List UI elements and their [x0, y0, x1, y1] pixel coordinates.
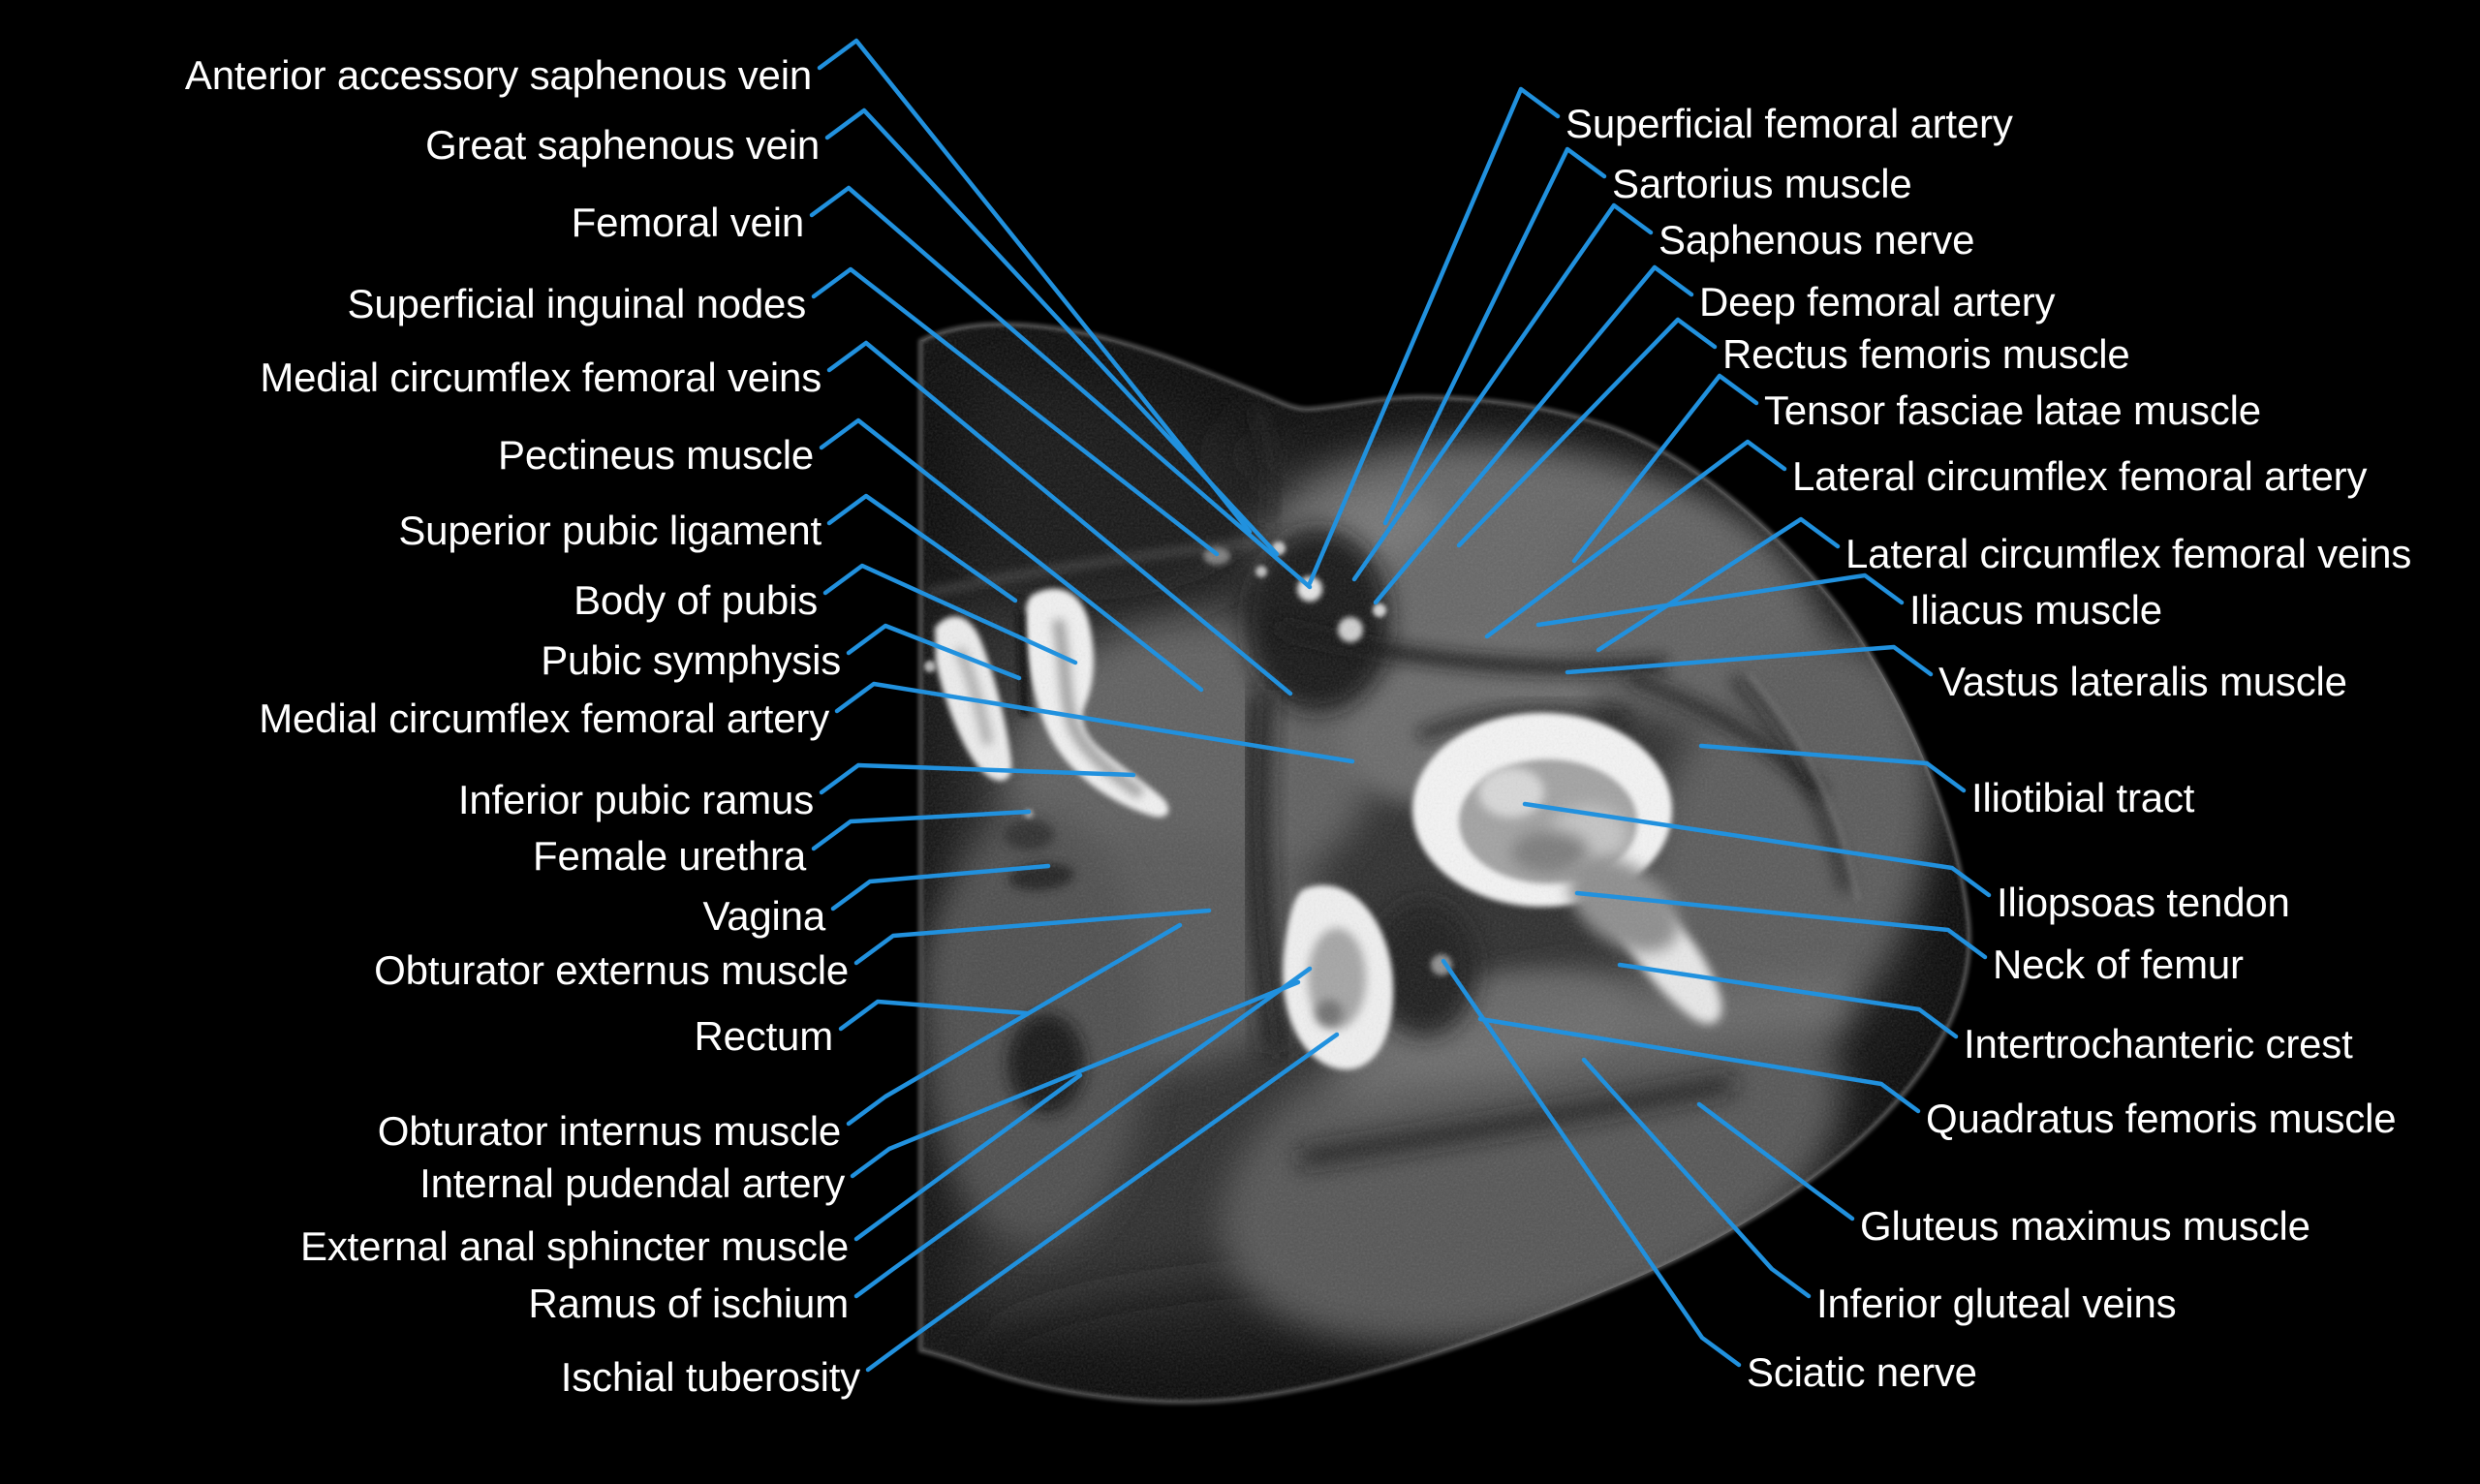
leader-line-medial-circumflex-femoral-artery [834, 681, 1355, 764]
leader-line-external-anal-sphincter-muscle [853, 1072, 1083, 1242]
leader-line-ramus-of-ischium [853, 966, 1313, 1299]
label-ramus-of-ischium: Ramus of ischium [528, 1281, 849, 1326]
leader-line-anterior-accessory-saphenous-vein [817, 38, 1253, 535]
leader-line-internal-pudendal-artery [850, 979, 1301, 1179]
label-rectum: Rectum [694, 1013, 833, 1059]
label-obturator-internus-muscle: Obturator internus muscle [377, 1108, 841, 1154]
leader-line-lateral-circumflex-femoral-artery [1484, 439, 1787, 639]
label-internal-pudendal-artery: Internal pudendal artery [419, 1160, 845, 1206]
leader-line-superior-pubic-ligament [826, 493, 1018, 603]
label-vagina: Vagina [702, 893, 826, 939]
label-inferior-gluteal-veins: Inferior gluteal veins [1816, 1281, 2177, 1326]
leader-line-iliacus-muscle [1535, 572, 1905, 628]
label-iliotibial-tract: Iliotibial tract [1971, 775, 2195, 820]
label-iliacus-muscle: Iliacus muscle [1909, 587, 2162, 633]
label-neck-of-femur: Neck of femur [1993, 942, 2244, 987]
label-gluteus-maximus-muscle: Gluteus maximus muscle [1860, 1203, 2310, 1249]
leader-line-superficial-inguinal-nodes [811, 266, 1220, 557]
leader-line-iliotibial-tract [1698, 743, 1967, 793]
leader-line-femoral-vein [809, 185, 1313, 590]
label-iliopsoas-tendon: Iliopsoas tendon [1997, 880, 2290, 925]
label-deep-femoral-artery: Deep femoral artery [1699, 279, 2056, 325]
leader-line-vagina [830, 863, 1051, 912]
label-body-of-pubis: Body of pubis [574, 577, 818, 623]
label-sciatic-nerve: Sciatic nerve [1747, 1349, 1977, 1395]
label-obturator-externus-muscle: Obturator externus muscle [374, 947, 849, 993]
label-inferior-pubic-ramus: Inferior pubic ramus [457, 777, 814, 822]
label-superficial-inguinal-nodes: Superficial inguinal nodes [347, 281, 807, 326]
label-external-anal-sphincter-muscle: External anal sphincter muscle [300, 1223, 849, 1269]
label-pectineus-muscle: Pectineus muscle [498, 432, 814, 478]
label-tensor-fasciae-latae-muscle: Tensor fasciae latae muscle [1764, 387, 2261, 433]
leader-line-saphenous-nerve [1351, 202, 1654, 582]
label-medial-circumflex-femoral-artery: Medial circumflex femoral artery [259, 696, 829, 741]
label-femoral-vein: Femoral vein [571, 200, 805, 245]
label-ischial-tuberosity: Ischial tuberosity [560, 1354, 860, 1400]
leader-line-intertrochanteric-crest [1617, 962, 1959, 1039]
leader-line-medial-circumflex-femoral-veins [826, 340, 1293, 696]
label-intertrochanteric-crest: Intertrochanteric crest [1964, 1021, 2353, 1067]
leader-line-body-of-pubis [822, 563, 1078, 665]
label-superior-pubic-ligament: Superior pubic ligament [398, 508, 822, 553]
leader-line-neck-of-femur [1574, 890, 1988, 960]
label-lateral-circumflex-femoral-veins: Lateral circumflex femoral veins [1845, 531, 2412, 576]
skin-outline [918, 323, 1971, 1404]
label-saphenous-nerve: Saphenous nerve [1658, 217, 1975, 263]
leader-line-female-urethra [811, 809, 1032, 851]
leader-line-superficial-femoral-artery [1307, 86, 1561, 586]
leader-line-obturator-internus-muscle [846, 922, 1183, 1127]
label-sartorius-muscle: Sartorius muscle [1612, 161, 1912, 206]
label-superficial-femoral-artery: Superficial femoral artery [1566, 101, 2013, 146]
leader-line-pubic-symphysis [846, 623, 1022, 681]
leader-line-vastus-lateralis-muscle [1565, 644, 1934, 677]
leader-line-sartorius-muscle [1382, 146, 1607, 526]
leader-line-sciatic-nerve [1441, 958, 1742, 1368]
leader-line-ischial-tuberosity [865, 1032, 1340, 1373]
label-vastus-lateralis-muscle: Vastus lateralis muscle [1938, 659, 2347, 704]
label-lateral-circumflex-femoral-artery: Lateral circumflex femoral artery [1792, 453, 2368, 499]
leader-line-gluteus-maximus-muscle [1696, 1101, 1855, 1221]
label-pubic-symphysis: Pubic symphysis [541, 637, 841, 683]
leader-line-iliopsoas-tendon [1522, 801, 1992, 898]
label-rectus-femoris-muscle: Rectus femoris muscle [1722, 331, 2130, 377]
leader-line-great-saphenous-vein [824, 108, 1280, 557]
label-quadratus-femoris-muscle: Quadratus femoris muscle [1926, 1096, 2397, 1141]
leader-line-tensor-fasciae-latae-muscle [1571, 373, 1759, 564]
leader-line-obturator-externus-muscle [853, 908, 1212, 966]
leader-line-deep-femoral-artery [1373, 264, 1694, 605]
leader-line-quadratus-femoris-muscle [1477, 1016, 1921, 1114]
label-female-urethra: Female urethra [533, 833, 806, 879]
leader-line-inferior-gluteal-veins [1581, 1057, 1812, 1299]
leader-line-pectineus-muscle [819, 417, 1204, 693]
leader-line-rectum [838, 999, 1030, 1032]
label-medial-circumflex-femoral-veins: Medial circumflex femoral veins [260, 355, 822, 400]
label-anterior-accessory-saphenous-vein: Anterior accessory saphenous vein [184, 52, 812, 98]
label-great-saphenous-vein: Great saphenous vein [425, 122, 820, 168]
leader-line-rectus-femoris-muscle [1456, 317, 1718, 548]
leader-line-inferior-pubic-ramus [819, 762, 1136, 795]
